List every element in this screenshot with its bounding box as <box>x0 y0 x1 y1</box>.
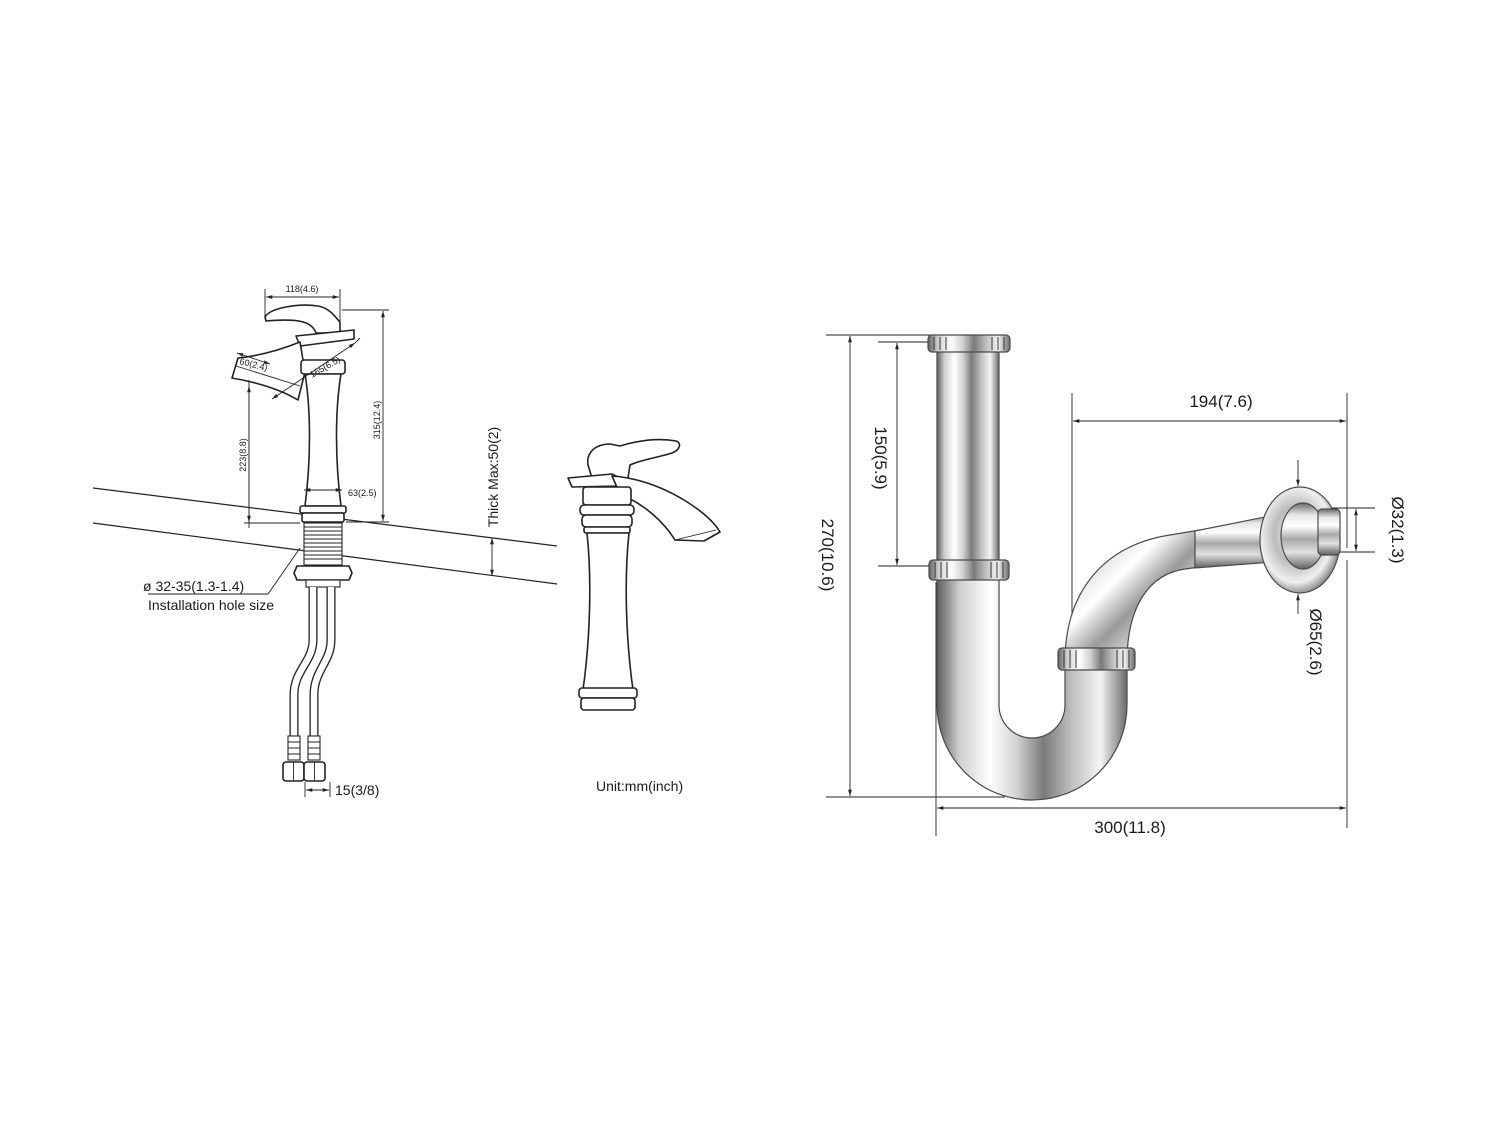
faucet-mounting-parts <box>282 522 353 782</box>
dimension-label: 194(7.6) <box>1189 392 1252 411</box>
slip-nut-knurling <box>934 562 1004 578</box>
p-trap-drawing: 270(10.6) 150(5.9) 194(7.6) 300(11.8) Ø3… <box>818 334 1407 837</box>
hose-fitting-left-lines <box>288 741 300 755</box>
faucet-collar-ring <box>581 514 633 528</box>
mounting-nut <box>293 565 353 581</box>
dimension-label: 315(12.4) <box>372 401 382 440</box>
faucet-handle <box>586 438 681 479</box>
trap-slip-nut-upper <box>928 559 1010 581</box>
dimension-label: 118(4.6) <box>286 284 319 294</box>
hose-fitting-right-lines <box>308 741 320 755</box>
p-trap <box>927 334 1341 801</box>
extension-lines <box>826 334 1375 836</box>
hole-size-value: ø 32-35(1.3-1.4) <box>143 578 244 594</box>
dimension-trap-height: 270(10.6) <box>818 336 852 796</box>
dimension-label: 300(11.8) <box>1094 818 1166 837</box>
dimension-flange-diameter: Ø65(2.6) <box>1296 460 1325 676</box>
dimension-label: 63(2.5) <box>348 488 377 498</box>
top-flange-knurling <box>933 337 1005 350</box>
dimension-outlet-reach: 194(7.6) <box>1073 392 1346 423</box>
faucet-column <box>582 532 634 691</box>
faucet-collar-ring <box>579 504 635 516</box>
dimension-handle-width: 118(4.6) <box>264 284 341 324</box>
dimension-tailpiece-length: 150(5.9) <box>871 343 899 565</box>
hose-right <box>310 587 335 740</box>
trap-slip-nut-lower <box>1057 647 1136 671</box>
dimension-trap-width: 300(11.8) <box>937 806 1346 837</box>
dimension-outlet-diameter: Ø32(1.3) <box>1354 496 1407 564</box>
unit-note: Unit:mm(inch) <box>596 778 683 794</box>
faucet-base <box>301 512 345 523</box>
slip-nut-knurling <box>1063 650 1130 668</box>
dimension-label: Thick Max:50(2) <box>485 427 501 527</box>
faucet-side-view <box>231 304 355 523</box>
faucet-installation-drawing: 118(4.6) 60(2.4) 165(6.5) 315(12.4) 223(… <box>92 284 721 798</box>
dimension-label: Ø32(1.3) <box>1388 496 1407 563</box>
faucet-base-ring <box>299 505 347 514</box>
faucet-collar-ring <box>583 526 631 534</box>
dimension-base-diameter: 63(2.5) <box>304 488 377 498</box>
hose-left <box>290 587 317 740</box>
dimension-deck-thickness: Thick Max:50(2) <box>485 427 501 576</box>
spout-outlet-edge <box>674 529 717 541</box>
threaded-shank <box>303 522 343 566</box>
dimension-hose-connector: 15(3/8) <box>304 782 379 798</box>
wall-pipe-stub <box>1317 508 1341 556</box>
faucet-collar <box>582 486 632 506</box>
trap-bend-to-wall <box>1064 529 1201 663</box>
mounting-washer <box>305 579 341 588</box>
faucet-top-plate <box>295 329 355 347</box>
faucet-base <box>580 697 636 711</box>
faucet-column <box>304 373 342 507</box>
shank-threads <box>304 526 342 560</box>
dimension-label: 270(10.6) <box>818 519 837 592</box>
dimension-total-height: 315(12.4) <box>342 309 389 523</box>
dimension-label: 15(3/8) <box>335 782 379 798</box>
callout-installation-hole: ø 32-35(1.3-1.4) Installation hole size <box>143 547 301 613</box>
dimension-label: 150(5.9) <box>871 426 890 489</box>
faucet-waterfall-spout <box>231 341 306 401</box>
trap-tailpiece <box>936 347 1000 567</box>
dimension-label: 223(8.8) <box>238 438 248 472</box>
faucet-handle <box>264 304 341 334</box>
trap-u-bend <box>936 577 1128 801</box>
faucet-waterfall-spout <box>611 475 721 542</box>
hole-size-label: Installation hole size <box>148 597 274 613</box>
trap-top-flange <box>927 334 1011 353</box>
dimension-label: Ø65(2.6) <box>1306 608 1325 675</box>
dimension-spout-height: 223(8.8) <box>238 380 300 528</box>
faucet-base-ring <box>578 687 638 699</box>
faucet-perspective-view <box>567 438 721 711</box>
